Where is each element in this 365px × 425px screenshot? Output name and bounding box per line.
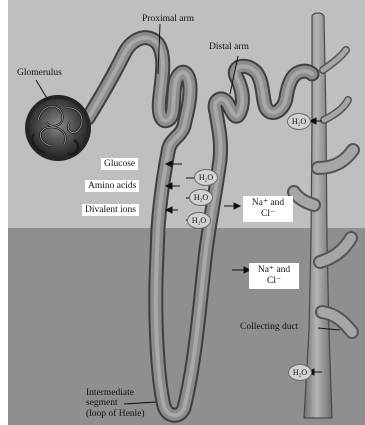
label-proximal-arm: Proximal arm	[142, 14, 194, 24]
label-collecting-duct: Collecting duct	[240, 322, 298, 332]
water-bubble-proximal-1: H₂O	[194, 169, 218, 186]
intermediate-line1: Intermediate	[86, 388, 145, 398]
na-cl-upper-line1: Na⁺ and	[246, 198, 290, 209]
label-distal-arm: Distal arm	[209, 42, 249, 52]
na-cl-lower-line2: Cl⁻	[252, 276, 296, 287]
intermediate-line2: segment	[86, 398, 145, 408]
water-bubble-proximal-2: H₂O	[189, 189, 213, 206]
label-na-cl-upper: Na⁺ and Cl⁻	[243, 196, 293, 222]
label-divalent-ions: Divalent ions	[82, 204, 139, 216]
label-na-cl-lower: Na⁺ and Cl⁻	[249, 263, 299, 289]
na-cl-lower-line1: Na⁺ and	[252, 265, 296, 276]
water-bubble-duct: H₂O	[288, 364, 312, 381]
label-glomerulus: Glomerulus	[17, 68, 62, 78]
label-amino-acids: Amino acids	[85, 180, 139, 192]
water-bubble-distal: H₂O	[287, 113, 311, 130]
na-cl-upper-line2: Cl⁻	[246, 209, 290, 220]
label-intermediate-segment: Intermediate segment (loop of Henle)	[86, 388, 145, 419]
intermediate-line3: (loop of Henle)	[86, 409, 145, 419]
water-bubble-proximal-3: H₂O	[187, 212, 211, 229]
label-glucose: Glucose	[101, 158, 138, 170]
glomerulus-capsule	[25, 95, 91, 161]
